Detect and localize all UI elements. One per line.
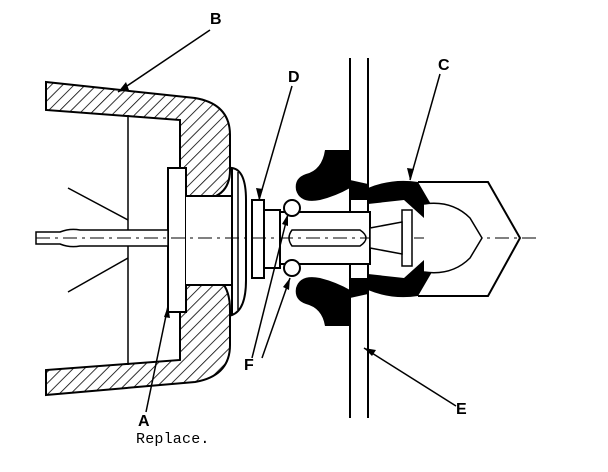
callout-f: F <box>244 357 254 374</box>
balls-f <box>283 199 301 277</box>
leader-arrowheads <box>118 82 414 356</box>
leader-e <box>363 347 457 407</box>
callout-c: C <box>438 57 450 74</box>
clip-c <box>368 180 522 298</box>
callout-b: B <box>210 11 222 28</box>
grommet <box>295 150 368 326</box>
replace-note: Replace. <box>136 431 210 448</box>
callout-e: E <box>456 401 467 418</box>
callout-d: D <box>288 69 300 86</box>
pin-shaft <box>35 211 540 265</box>
ring-d <box>251 199 281 279</box>
leader-a <box>145 305 169 413</box>
leader-lines <box>117 29 457 413</box>
leader-c <box>409 73 441 181</box>
leader-b <box>117 29 211 93</box>
leader-d <box>258 85 293 201</box>
leader-f-bottom <box>261 277 291 359</box>
inner-body <box>167 166 247 317</box>
callout-a: A <box>138 413 150 430</box>
leader-f-top <box>251 213 289 359</box>
